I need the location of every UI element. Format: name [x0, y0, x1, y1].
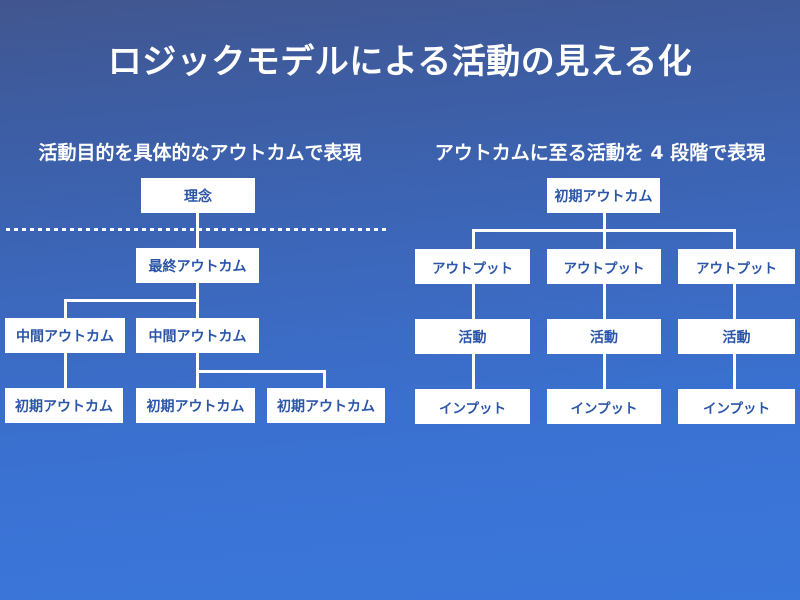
connector-activity2-to-input2: [603, 353, 606, 389]
node-output-2[interactable]: アウトプット: [547, 249, 661, 284]
connector-initial-bus: [196, 370, 326, 373]
connector-mid2-down: [196, 353, 199, 373]
node-initial-outcome-1[interactable]: 初期アウトカム: [5, 388, 123, 423]
node-input-3[interactable]: インプット: [678, 389, 795, 424]
right-panel-heading: アウトカムに至る活動を 4 段階で表現: [434, 142, 766, 164]
connector-output2-to-activity2: [603, 284, 606, 320]
node-mid-outcome-1[interactable]: 中間アウトカム: [5, 318, 125, 353]
connector-to-mid-2: [196, 299, 199, 319]
connector-to-initial-3: [323, 370, 326, 389]
node-initial-outcome-right[interactable]: 初期アウトカム: [547, 178, 660, 213]
connector-to-output-3: [733, 229, 736, 250]
node-activity-3[interactable]: 活動: [678, 319, 795, 354]
connector-activity1-to-input1: [472, 353, 475, 389]
connector-to-output-1: [472, 229, 475, 250]
node-output-1[interactable]: アウトプット: [415, 249, 530, 284]
page-title: ロジックモデルによる活動の見える化: [107, 42, 693, 82]
connector-final-down: [196, 283, 199, 302]
node-output-3[interactable]: アウトプット: [678, 249, 795, 284]
node-final-outcome[interactable]: 最終アウトカム: [136, 248, 259, 283]
left-panel-heading: 活動目的を具体的なアウトカムで表現: [38, 142, 362, 164]
node-mid-outcome-2[interactable]: 中間アウトカム: [136, 318, 259, 353]
node-initial-outcome-2[interactable]: 初期アウトカム: [136, 388, 255, 423]
connector-to-initial-2: [196, 370, 199, 389]
connector-to-output-2: [603, 229, 606, 250]
connector-mid-bus: [64, 299, 199, 302]
connector-initial-down-right: [603, 212, 606, 232]
dotted-separator: [6, 228, 390, 231]
node-activity-1[interactable]: 活動: [415, 319, 530, 354]
node-initial-outcome-3[interactable]: 初期アウトカム: [267, 388, 385, 423]
node-input-2[interactable]: インプット: [547, 389, 661, 424]
connector-output1-to-activity1: [472, 284, 475, 320]
connector-output3-to-activity3: [733, 284, 736, 320]
node-activity-2[interactable]: 活動: [547, 319, 661, 354]
connector-to-mid-1: [64, 299, 67, 319]
node-input-1[interactable]: インプット: [415, 389, 530, 424]
connector-mid1-to-initial1: [64, 353, 67, 389]
connector-activity3-to-input3: [733, 353, 736, 389]
node-philosophy[interactable]: 理念: [141, 178, 255, 213]
